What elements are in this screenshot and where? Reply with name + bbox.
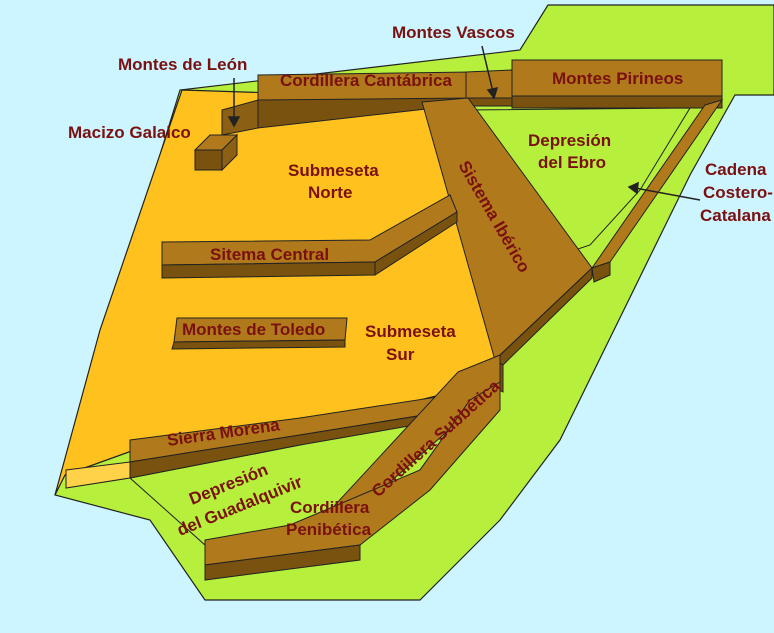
cadena-costero-catalana-block bbox=[590, 99, 724, 283]
label-montes-vascos: Montes Vascos bbox=[392, 23, 515, 42]
label-cadena-1: Cadena bbox=[705, 160, 767, 179]
label-montes-de-leon: Montes de León bbox=[118, 55, 247, 74]
label-cordillera-penibetica-2: Penibética bbox=[286, 520, 372, 539]
label-cordillera-penibetica-1: Cordillera bbox=[290, 498, 370, 517]
montes-vascos-block bbox=[465, 69, 513, 107]
sistema-central-block bbox=[161, 194, 458, 279]
cordillera-penibetica-block bbox=[204, 381, 501, 581]
label-depresion-ebro-1: Depresión bbox=[528, 131, 611, 150]
label-cadena-2: Costero- bbox=[703, 183, 773, 202]
label-submeseta-norte-2: Norte bbox=[308, 183, 352, 202]
label-montes-pirineos: Montes Pirineos bbox=[552, 69, 683, 88]
label-cadena-3: Catalana bbox=[700, 206, 771, 225]
label-submeseta-sur-2: Sur bbox=[386, 345, 415, 364]
label-submeseta-sur-1: Submeseta bbox=[365, 322, 456, 341]
label-sistema-central: Sitema Central bbox=[210, 245, 329, 264]
label-submeseta-norte-1: Submeseta bbox=[288, 161, 379, 180]
label-montes-de-toledo: Montes de Toledo bbox=[182, 320, 325, 339]
pointer-arrows bbox=[227, 45, 701, 201]
label-macizo-galaico: Macizo Galaico bbox=[68, 123, 191, 142]
label-cordillera-cantabrica: Cordillera Cantábrica bbox=[280, 71, 452, 90]
montes-pirineos-block bbox=[511, 59, 723, 109]
montes-de-toledo-block bbox=[171, 317, 348, 350]
macizo-galaico-block bbox=[193, 133, 239, 172]
label-depresion-ebro-2: del Ebro bbox=[538, 153, 606, 172]
